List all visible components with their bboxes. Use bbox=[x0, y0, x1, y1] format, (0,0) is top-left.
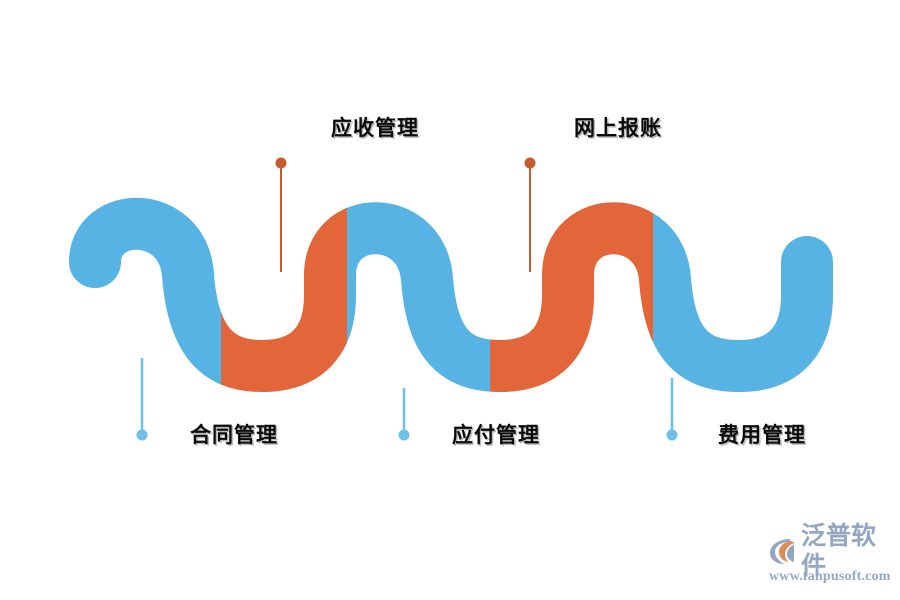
pin-marker-online-reimbursement bbox=[524, 157, 536, 272]
label-expense-management: 费用管理 bbox=[718, 424, 806, 447]
label-payable-management: 应付管理 bbox=[452, 424, 540, 447]
label-contract-management: 合同管理 bbox=[190, 424, 278, 447]
pin-markers bbox=[136, 157, 678, 441]
pin-marker-payable bbox=[398, 388, 410, 441]
watermark-brand-text: 泛普软件 bbox=[801, 521, 877, 580]
label-receivable-management: 应收管理 bbox=[331, 117, 419, 140]
wave-body bbox=[95, 224, 807, 366]
pin-marker-receivable bbox=[275, 157, 287, 272]
watermark-logo: 泛普软件 www.fanpusoft.com bbox=[768, 521, 892, 590]
fanpu-logo-icon bbox=[770, 539, 795, 564]
watermark-brand-row: 泛普软件 bbox=[768, 521, 892, 580]
watermark-url-text: www.fanpusoft.com bbox=[769, 569, 891, 584]
pin-marker-contract bbox=[136, 358, 148, 441]
label-online-reimbursement: 网上报账 bbox=[574, 117, 662, 140]
pin-marker-expense bbox=[666, 378, 678, 441]
